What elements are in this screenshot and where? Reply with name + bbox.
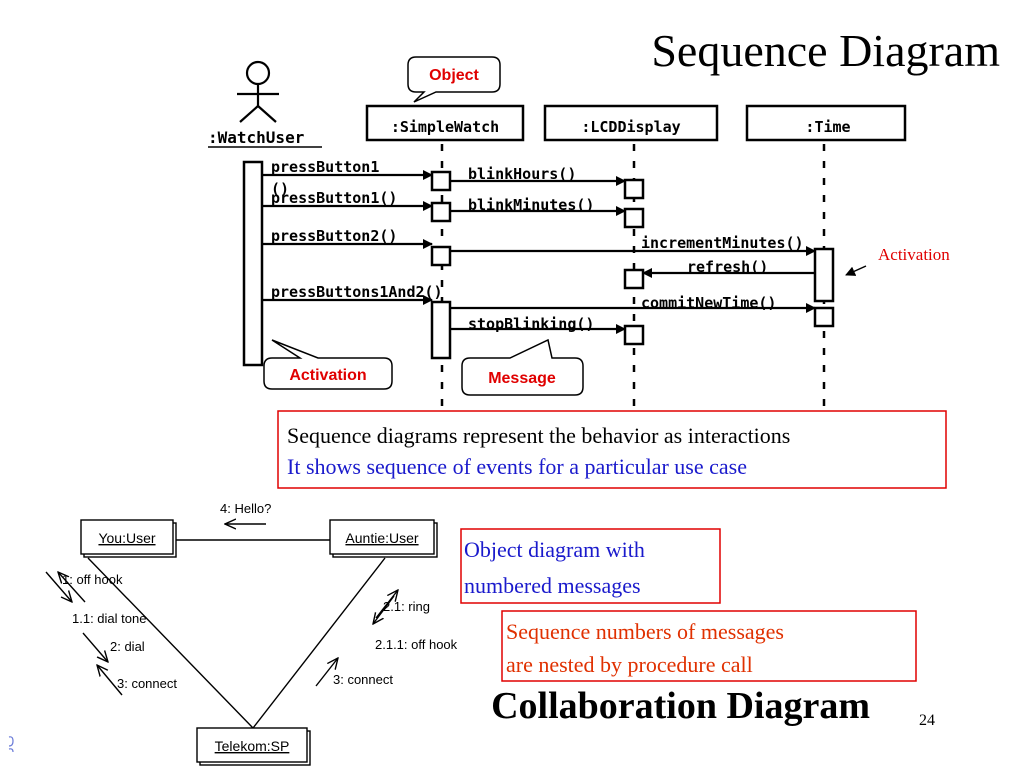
sequence-note-box: [277, 410, 947, 489]
message-label: pressButton2(): [271, 227, 397, 245]
message-label: blinkMinutes(): [468, 196, 594, 214]
sequence-note-line2: It shows sequence of events for a partic…: [287, 454, 747, 479]
activation-side-arrow: [845, 265, 867, 276]
activation-side-label: Activation: [878, 245, 950, 264]
stick-figure-icon: [237, 60, 279, 123]
collaboration-links: [87, 539, 386, 729]
callout-object: Object: [407, 56, 501, 103]
collab-message-label: 2.1: ring: [383, 599, 430, 614]
message-label: (): [271, 180, 289, 198]
object-lcddisplay: :LCDDisplay: [543, 104, 719, 142]
object-simplewatch: :SimpleWatch: [365, 104, 525, 142]
collaboration-title: Collaboration Diagram: [491, 685, 870, 727]
message-label: stopBlinking(): [468, 315, 594, 333]
collab-message-label: 1: off hook: [62, 572, 123, 587]
message-label: pressButton1: [271, 158, 379, 176]
collab-message-label: 1.1: dial tone: [72, 611, 146, 626]
object-time: :Time: [745, 104, 907, 142]
nested-note-line1: Sequence numbers of messages: [506, 619, 784, 644]
node-auntie-user: Auntie:User: [329, 519, 438, 558]
object-label: :SimpleWatch: [391, 118, 499, 136]
edge-glyph-fragment: [8, 736, 14, 753]
collab-message-label: 3: connect: [117, 676, 177, 691]
actor-label: :WatchUser: [208, 128, 304, 147]
callout-object-text: Object: [429, 67, 479, 84]
message-label: incrementMinutes(): [641, 234, 804, 252]
activation-bars: [242, 160, 835, 367]
callout-activation-text: Activation: [289, 367, 366, 384]
nested-note-line2: are nested by procedure call: [506, 652, 753, 677]
node-label: Auntie:User: [345, 530, 418, 546]
message-label: pressButtons1And2(): [271, 283, 443, 301]
nested-note-box: [501, 610, 917, 682]
object-diagram-note-box: [460, 528, 721, 604]
collab-message-label: 3: connect: [333, 672, 393, 687]
collab-message-label: 2.1.1: off hook: [375, 637, 458, 652]
callout-activation: Activation: [263, 339, 393, 390]
slide-title: Sequence Diagram: [651, 25, 1000, 76]
node-label: Telekom:SP: [215, 738, 290, 754]
node-you-user: You:User: [80, 519, 177, 558]
node-label: You:User: [98, 530, 155, 546]
object-label: :Time: [805, 118, 850, 136]
page-number: 24: [919, 712, 935, 729]
collab-message-label: 4: Hello?: [220, 501, 271, 516]
message-label: blinkHours(): [468, 165, 576, 183]
object-diagram-note-line1: Object diagram with: [464, 537, 645, 562]
message-label: refresh(): [687, 258, 768, 276]
sequence-note-line1: Sequence diagrams represent the behavior…: [287, 423, 790, 448]
object-diagram-note-line2: numbered messages: [464, 573, 641, 598]
node-telekom-sp: Telekom:SP: [196, 727, 311, 766]
message-arrows: [262, 170, 816, 334]
collaboration-message-arrows: [45, 524, 398, 696]
lifelines: [440, 144, 826, 412]
collab-message-label: 2: dial: [110, 639, 145, 654]
callout-message: Message: [461, 338, 584, 396]
callout-message-text: Message: [488, 370, 556, 387]
message-label: commitNewTime(): [641, 294, 776, 312]
object-label: :LCDDisplay: [581, 118, 680, 136]
message-label: pressButton1(): [271, 189, 397, 207]
